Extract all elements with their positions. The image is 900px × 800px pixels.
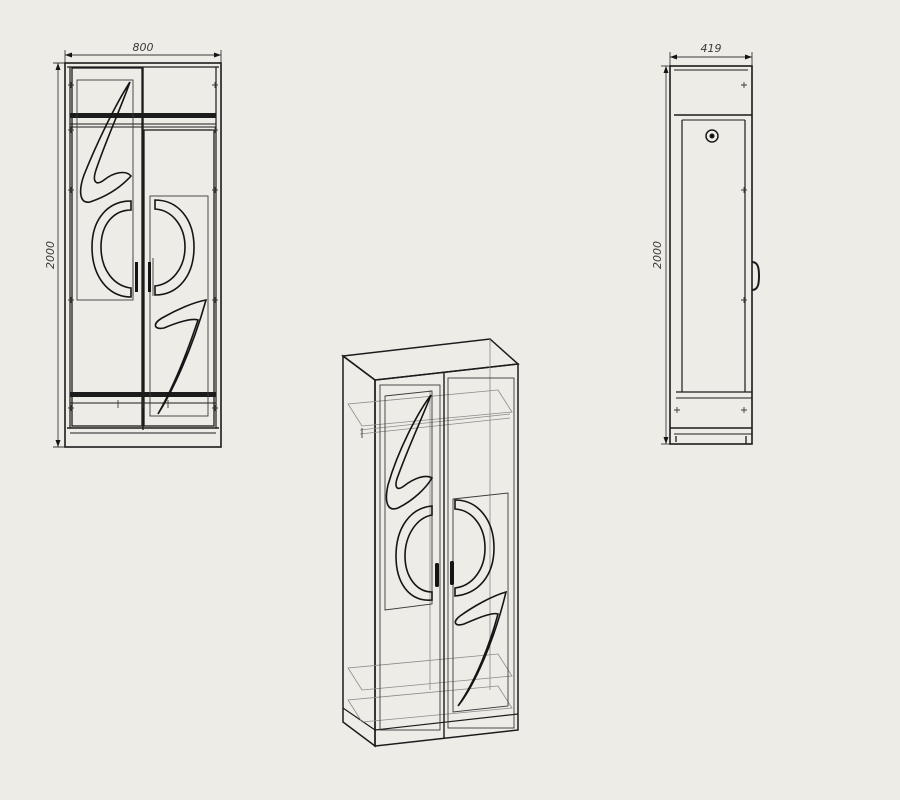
bottom-shelf: [70, 392, 216, 397]
depth-dimension-line: [669, 52, 753, 70]
hanging-rail-end: [705, 129, 719, 143]
height-dimension-line: [53, 62, 70, 448]
iso-carcass-top: [341, 338, 520, 381]
left-door-handle: [135, 262, 138, 292]
left-door-half-moon: [91, 200, 132, 298]
iso-carcass-side: [342, 354, 376, 748]
side-handle: [751, 261, 761, 291]
iso-left-half-moon: [395, 505, 433, 601]
iso-right-half-moon: [454, 499, 495, 597]
width-dimension-line: [64, 50, 222, 72]
iso-right-handle: [450, 561, 454, 585]
depth-dimension-label: 419: [701, 42, 722, 55]
right-door: [143, 129, 215, 427]
top-shelf: [70, 113, 216, 118]
left-door: [71, 67, 143, 427]
isometric-view: [341, 338, 520, 748]
right-door-half-moon: [154, 199, 195, 296]
side-height-dimension-label: 2000: [651, 241, 664, 269]
left-door-leaf-ornament: [79, 81, 133, 203]
front-view: 800 2000: [44, 41, 222, 448]
iso-left-handle: [435, 563, 439, 587]
height-dimension-label: 2000: [44, 241, 57, 269]
hinge-marks: [68, 82, 218, 411]
right-door-leaf-ornament: [154, 299, 208, 415]
width-dimension-label: 800: [133, 41, 154, 54]
side-view: 419 2000: [651, 42, 761, 445]
right-door-handle: [148, 262, 151, 292]
iso-left-leaf-ornament: [385, 394, 434, 510]
side-carcass: [669, 65, 753, 445]
iso-right-leaf-ornament: [454, 590, 508, 707]
